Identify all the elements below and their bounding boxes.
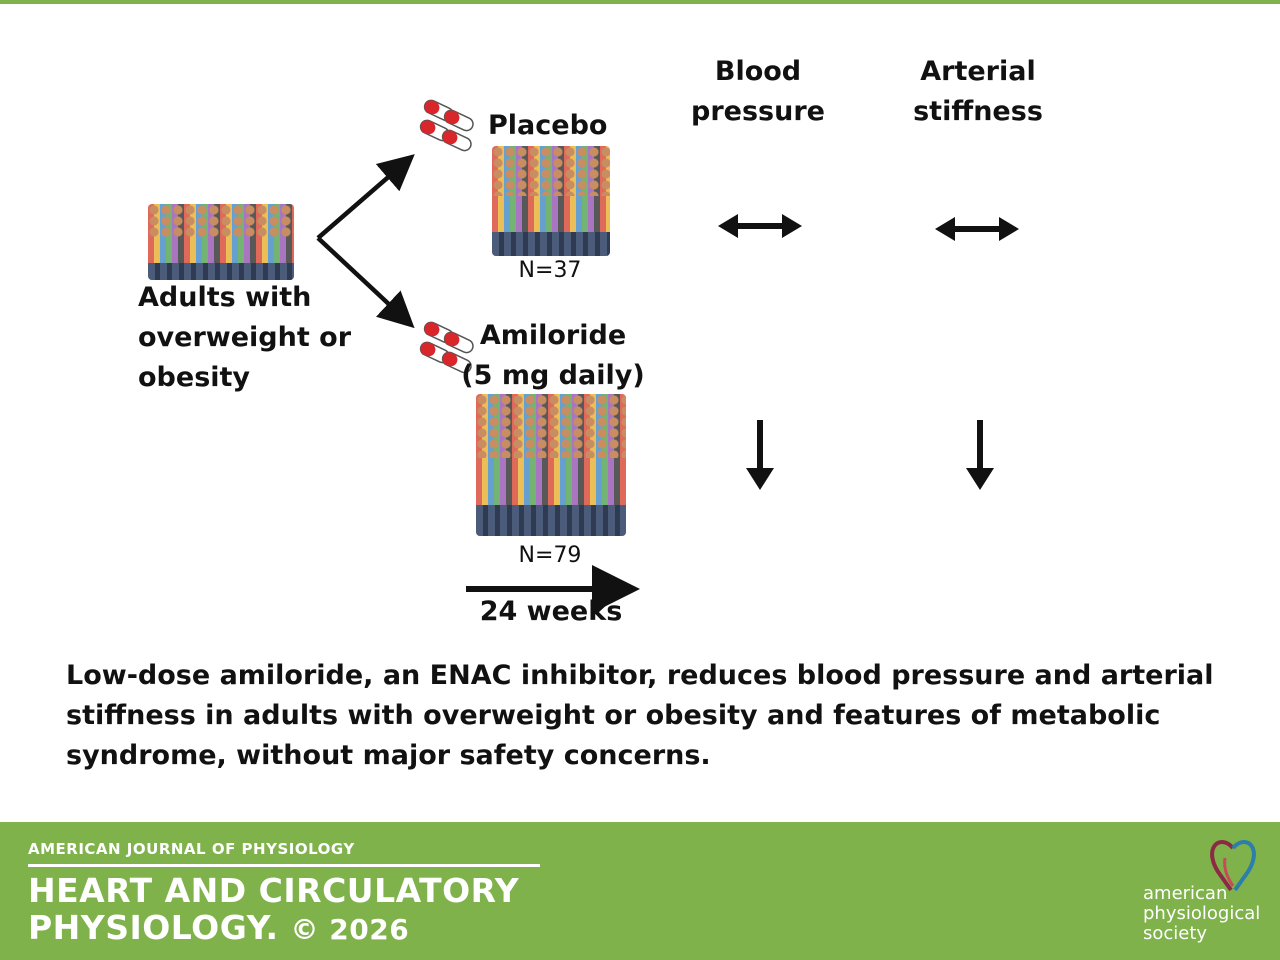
placebo-stiffness-no-change-icon	[935, 217, 1019, 241]
duration-label: 24 weeks	[479, 596, 623, 627]
outcome-header-blood-pressure: Blood pressure	[691, 56, 825, 127]
placebo-n: N=37	[518, 258, 582, 283]
top-accent-bar	[0, 0, 1280, 4]
journal-footer: AMERICAN JOURNAL OF PHYSIOLOGY HEART AND…	[0, 822, 1280, 960]
branch-arrow-amiloride	[316, 236, 415, 329]
placebo-crowd-image	[492, 146, 610, 256]
amiloride-bp-decrease-icon	[746, 420, 774, 490]
journal-title-line1: HEART AND CIRCULATORY	[28, 871, 520, 910]
placebo-pills-icon	[419, 99, 474, 152]
journal-title: HEART AND CIRCULATORY PHYSIOLOGY. © 2026	[28, 872, 519, 948]
amiloride-label: Amiloride (5 mg daily)	[461, 320, 645, 391]
copyright-text: © 2026	[290, 913, 410, 946]
journal-name: AMERICAN JOURNAL OF PHYSIOLOGY	[28, 840, 355, 858]
footer-divider	[28, 864, 540, 867]
summary-text: Low-dose amiloride, an ENAC inhibitor, r…	[66, 660, 1214, 771]
journal-title-line2: PHYSIOLOGY.	[28, 908, 279, 947]
amiloride-pills-icon	[419, 321, 474, 374]
diagram-arrows	[316, 99, 1019, 613]
placebo-bp-no-change-icon	[718, 214, 802, 238]
outcome-header-arterial-stiffness: Arterial stiffness	[913, 56, 1043, 127]
amiloride-n: N=79	[518, 543, 582, 568]
amiloride-stiffness-decrease-icon	[966, 420, 994, 490]
journal-title-line2-row: PHYSIOLOGY. © 2026	[28, 909, 519, 948]
aps-heart-logo-icon	[1210, 840, 1256, 892]
amiloride-crowd-image	[476, 394, 626, 536]
branch-arrow-placebo	[316, 154, 415, 240]
placebo-label: Placebo	[488, 110, 608, 141]
population-crowd-image	[148, 204, 294, 280]
society-name: american physiological society	[1143, 883, 1261, 944]
population-label: Adults with overweight or obesity	[138, 282, 352, 393]
